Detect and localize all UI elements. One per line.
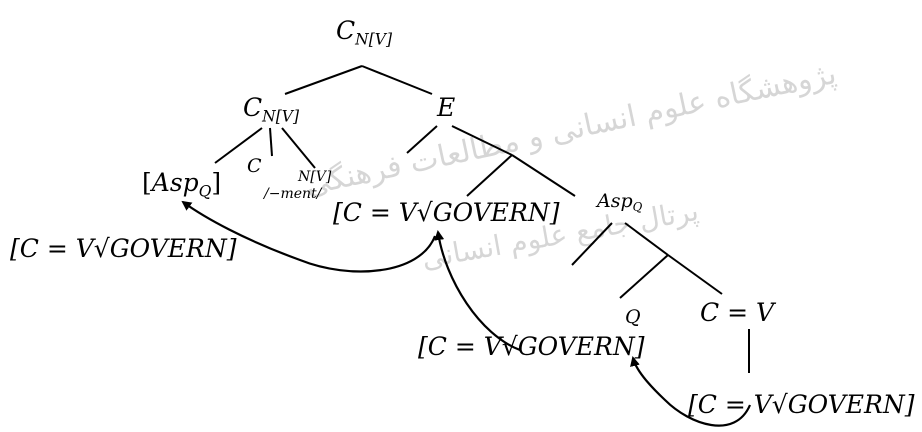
- arrow-center-to-asp: [181, 200, 437, 273]
- branch-aspq-right: [624, 222, 669, 256]
- node-c: C: [247, 155, 262, 177]
- movement-arrows: [181, 200, 752, 427]
- aspq-base: Asp: [597, 190, 633, 212]
- branch-cnv-c: [269, 127, 273, 157]
- branch-cnv-ment: [281, 127, 316, 169]
- branch-root-right: [361, 65, 433, 95]
- aspq-subscript: Q: [632, 200, 643, 215]
- node-c-subscript: N[V]: [298, 169, 332, 185]
- node-e: E: [437, 93, 456, 122]
- asp-bracket-close: ]: [211, 168, 222, 197]
- node-cnv: CN[V]: [243, 95, 299, 125]
- tree-branches: [214, 65, 750, 373]
- node-root: CN[V]: [336, 18, 392, 48]
- branch-root-left: [284, 65, 363, 95]
- node-govern-bottom: [C = V√GOVERN]: [688, 390, 915, 419]
- asp-bracket-open: [: [142, 168, 152, 197]
- branch-e-left: [406, 125, 438, 154]
- node-govern-center: [C = V√GOVERN]: [333, 198, 560, 227]
- asp-bracket-base: Asp: [151, 168, 199, 197]
- node-cv: C = V: [700, 298, 775, 327]
- node-q: Q: [625, 306, 641, 328]
- node-aspq: AspQ: [597, 192, 642, 214]
- branch-cnv-asp: [214, 127, 263, 164]
- branch-node2-left: [466, 154, 513, 197]
- node-ment-morpheme: /−ment/: [264, 186, 322, 202]
- node-govern-mid: [C = V√GOVERN]: [418, 332, 645, 361]
- cnv-subscript: N[V]: [262, 107, 299, 126]
- root-base: C: [336, 16, 356, 45]
- branch-aspq-left: [571, 222, 613, 266]
- branch-node3-left: [619, 254, 669, 299]
- root-subscript: N[V]: [355, 30, 392, 49]
- branch-node3-right: [667, 254, 723, 295]
- branch-e-right: [451, 125, 513, 156]
- arrow-mid-to-center: [434, 230, 521, 352]
- node-govern-left: [C = V√GOVERN]: [10, 234, 237, 263]
- node-asp-bracket: [AspQ]: [142, 170, 221, 200]
- cnv-base: C: [243, 93, 263, 122]
- branch-node2-right: [511, 154, 576, 197]
- asp-bracket-subscript: Q: [198, 182, 212, 201]
- arrow-bottom-to-mid: [630, 356, 752, 427]
